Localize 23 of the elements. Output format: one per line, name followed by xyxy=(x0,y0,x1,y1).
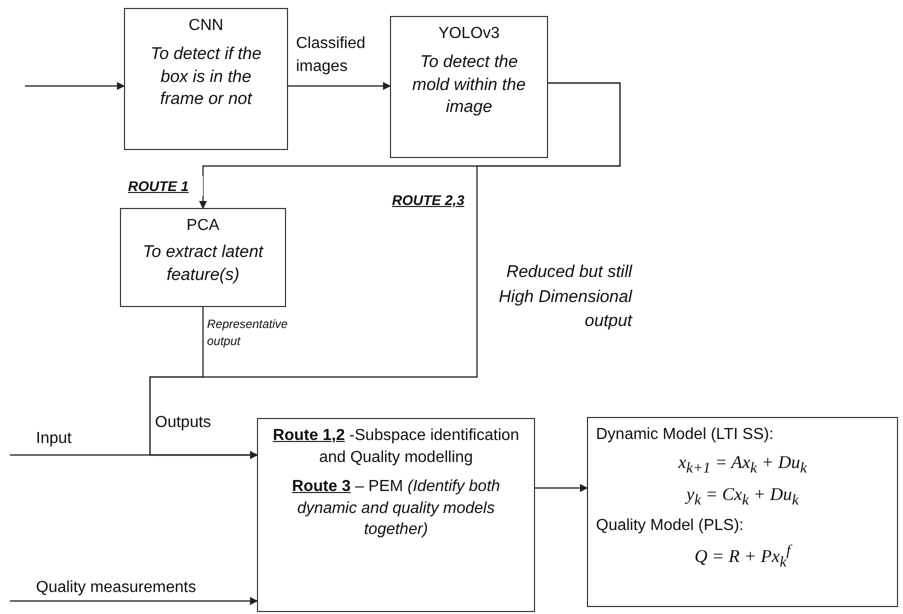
box-text: To extract latent feature(s) xyxy=(142,240,265,286)
process-box xyxy=(587,417,898,607)
box-text: Quality Model (PLS): xyxy=(596,516,745,536)
process-box xyxy=(390,16,548,158)
arrow xyxy=(10,597,258,605)
process-box xyxy=(120,208,286,307)
arrow xyxy=(10,451,258,459)
box-title: YOLOv3 xyxy=(437,24,501,44)
box-text: To detect if the box is in the frame or not xyxy=(150,42,262,110)
box-title: PCA xyxy=(186,216,220,236)
process-box xyxy=(257,418,535,612)
edge-label: ROUTE 1 xyxy=(128,176,203,196)
arrow xyxy=(25,82,125,90)
arrow xyxy=(288,82,391,90)
box-text: To detect the mold within the image xyxy=(411,50,527,118)
box-title: CNN xyxy=(188,16,224,36)
box-text: Dynamic Model (LTI SS): xyxy=(596,425,775,445)
box-text: Route 3 – PEM (Identify both dynamic and quality models together) xyxy=(290,477,502,540)
equation: y$_{k}$ = Cx$_{k}$ + Du$_{k}$ xyxy=(684,483,800,512)
process-box xyxy=(124,8,288,150)
equation: x$_{k+1}$ = Ax$_{k}$ + Du$_{k}$ xyxy=(677,450,808,478)
box-title: Route 1,2 -Subspace identification and Quality modelling xyxy=(272,426,520,468)
arrow xyxy=(535,484,588,492)
